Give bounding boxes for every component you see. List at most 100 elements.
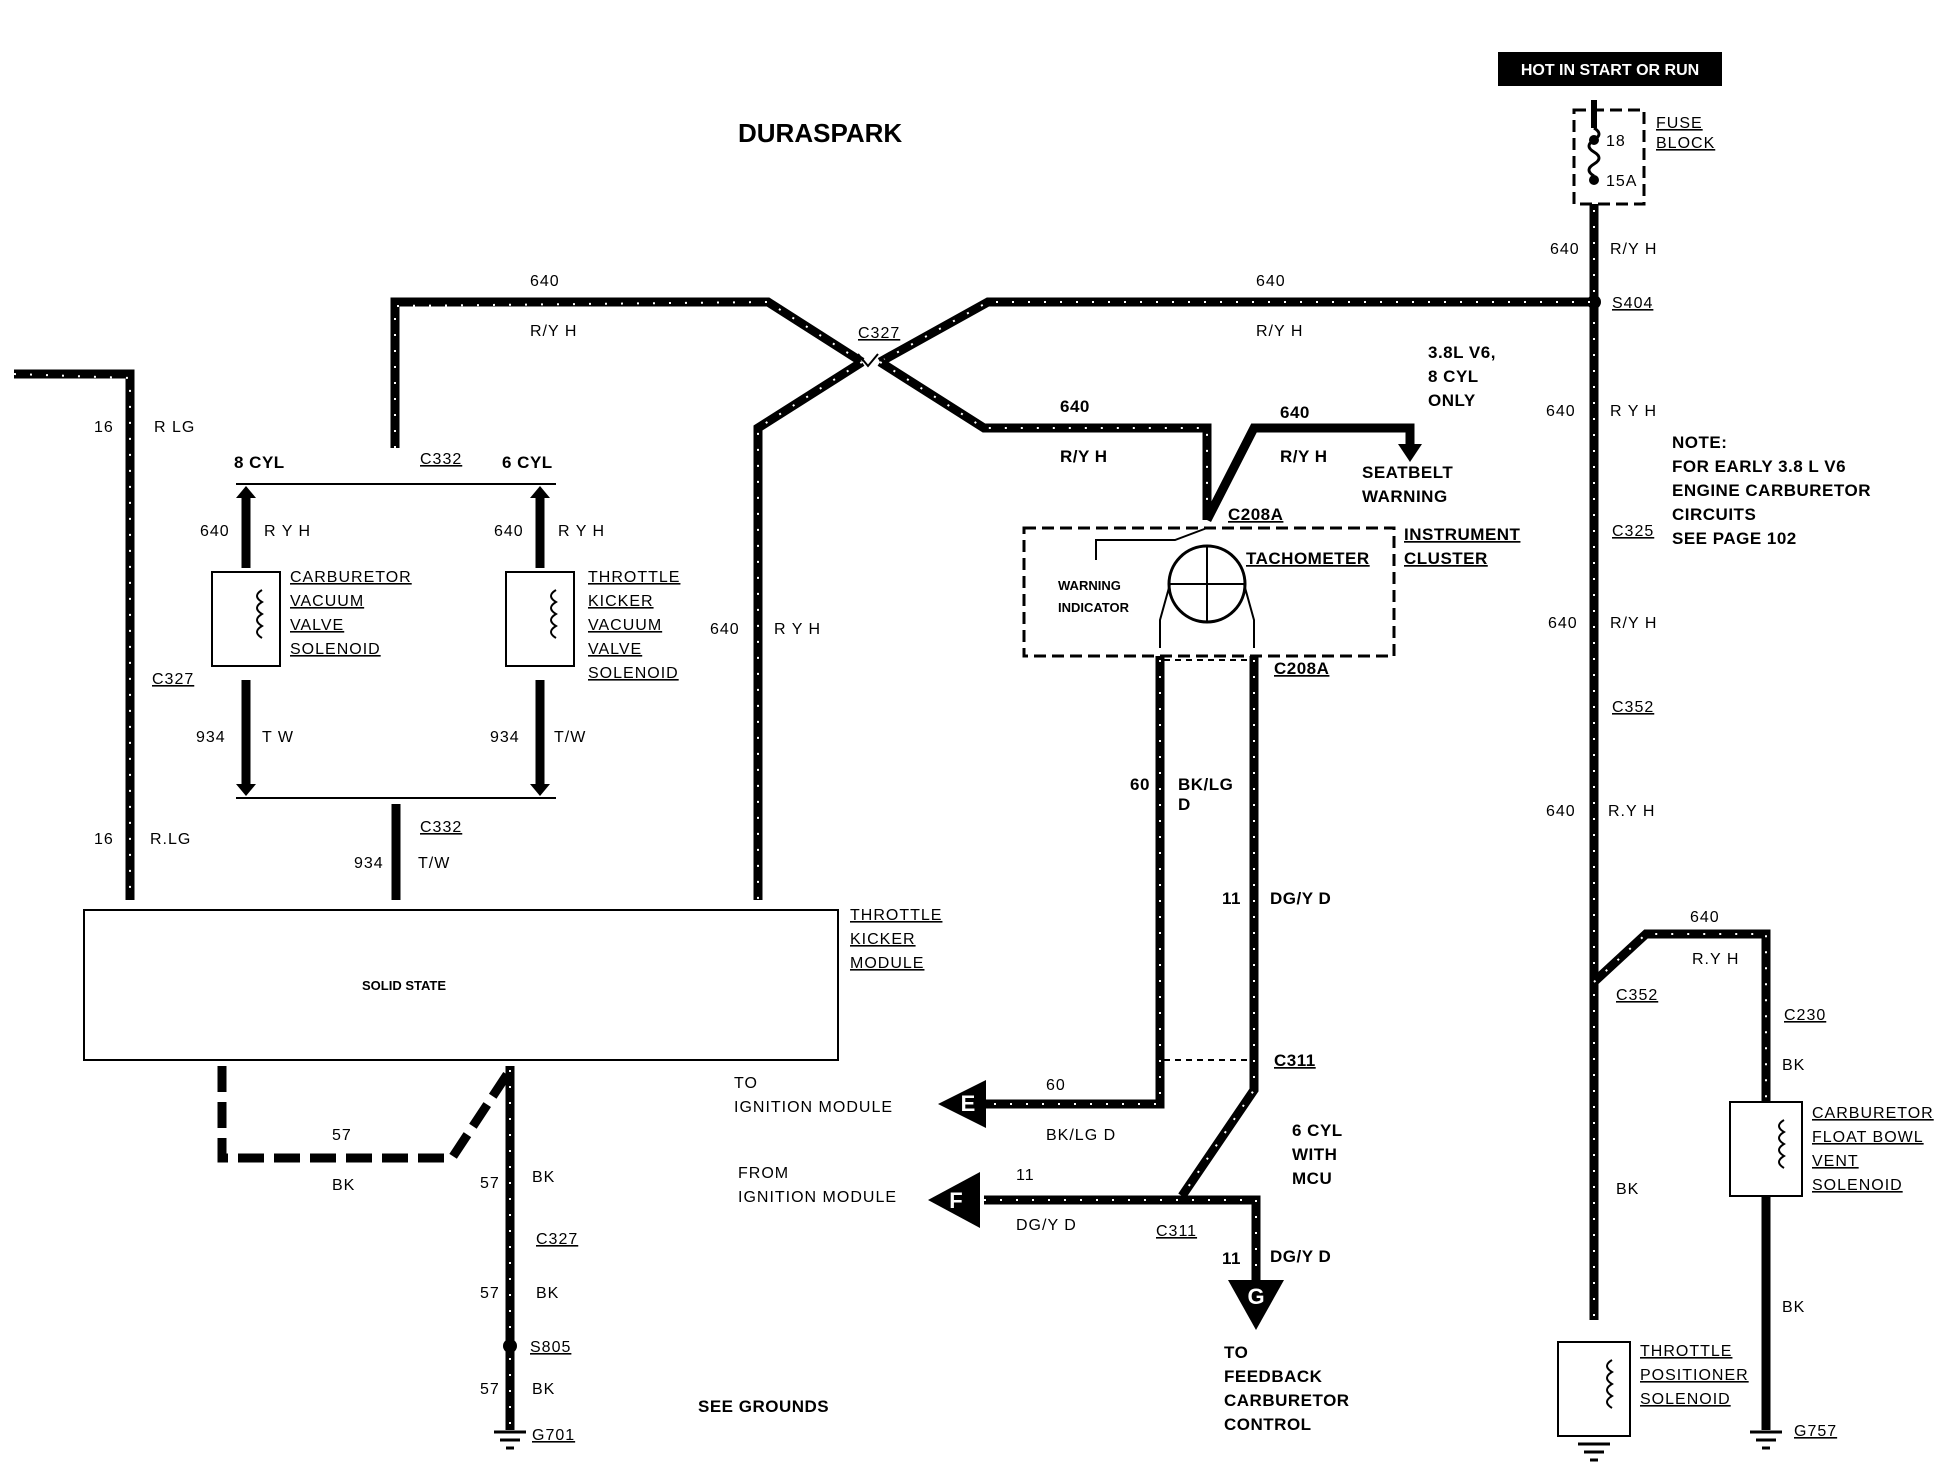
connector-c352-a: C352 xyxy=(1612,699,1654,716)
wire-color-ryh-d: R/Y H xyxy=(1280,447,1328,466)
instrument-cluster-box xyxy=(1022,526,1396,658)
wire-color-bk-e: BK xyxy=(1616,1181,1639,1198)
cyl6-label: 6 CYL xyxy=(502,453,553,472)
warning-indicator-2: INDICATOR xyxy=(1058,600,1130,615)
note-line1: NOTE: xyxy=(1672,433,1727,452)
wire-color-ryh-h: R/Y H xyxy=(1610,241,1657,258)
connector-e-icon xyxy=(938,1080,986,1128)
wire-label-934-a: 934 xyxy=(196,729,226,746)
carb-vac-label-2: VACUUM xyxy=(290,593,364,610)
tk-label-1: THROTTLE xyxy=(588,569,680,586)
wire-color-ryh-b: R/Y H xyxy=(1256,323,1303,340)
wire-color-tw-a: T W xyxy=(262,729,294,746)
wire-color-ryh-l: R.Y H xyxy=(1692,951,1739,968)
wire-label-640-h: 640 xyxy=(1550,241,1580,258)
cyl8-label: 8 CYL xyxy=(234,453,285,472)
splice-s404-label: S404 xyxy=(1612,295,1653,312)
from-ign-2: IGNITION MODULE xyxy=(738,1189,897,1206)
wire-label-640-i: 640 xyxy=(1546,403,1576,420)
only38-line1: 3.8L V6, xyxy=(1428,343,1496,362)
wire-color-bk-b: BK xyxy=(532,1169,555,1186)
connector-c311-b: C311 xyxy=(1156,1223,1197,1240)
ground-g701: G701 xyxy=(532,1427,575,1444)
connector-c327-bottom: C327 xyxy=(536,1231,578,1248)
connector-c327-top: C327 xyxy=(858,325,900,342)
wire-11-dgy xyxy=(984,656,1261,1280)
wire-label-640-a: 640 xyxy=(530,273,560,290)
coil-icon xyxy=(1778,1119,1786,1169)
ground-g757-icon xyxy=(1750,1430,1782,1450)
connector-g-letter: G xyxy=(1247,1284,1264,1309)
feedback-line1: TO xyxy=(1224,1343,1248,1362)
float-bowl-solenoid xyxy=(1729,1101,1803,1197)
wire-label-640-d: 640 xyxy=(1280,403,1310,422)
wire-color-bk-f: BK xyxy=(1782,1057,1805,1074)
ground-g701-icon xyxy=(494,1430,526,1450)
wire-label-11-b: 11 xyxy=(1016,1167,1035,1184)
seatbelt-line2: WARNING xyxy=(1362,487,1448,506)
connector-c208a-bottom: C208A xyxy=(1274,659,1329,678)
wire-color-dgy-b: DG/Y D xyxy=(1016,1217,1077,1234)
note-line2: FOR EARLY 3.8 L V6 xyxy=(1672,457,1846,476)
from-ign-1: FROM xyxy=(738,1165,789,1182)
wire-color-ryh-f: R Y H xyxy=(558,523,605,540)
diagram-title: DURASPARK xyxy=(738,118,902,148)
hot-label-box xyxy=(1498,52,1722,86)
carb-vac-label-4: SOLENOID xyxy=(290,641,381,658)
wire-color-ryh-a: R/Y H xyxy=(530,323,577,340)
wire-color-bklg-b: D xyxy=(1178,795,1191,814)
wire-label-11-a: 11 xyxy=(1222,889,1241,908)
float-bowl-label-1: CARBURETOR xyxy=(1812,1105,1934,1122)
throttle-kicker-branch xyxy=(530,486,550,796)
wire-label-57-b: 57 xyxy=(480,1175,500,1192)
connector-g-icon xyxy=(1228,1280,1284,1330)
wire-label-934-b: 934 xyxy=(490,729,520,746)
wire-label-640-j: 640 xyxy=(1548,615,1578,632)
connector-c352-b: C352 xyxy=(1616,987,1658,1004)
wire-color-bk-a: BK xyxy=(332,1177,355,1194)
wire-color-ryh-c: R/Y H xyxy=(1060,447,1108,466)
carb-vacuum-branch xyxy=(236,486,256,796)
wire-label-640-f: 640 xyxy=(494,523,524,540)
carb-vacuum-solenoid xyxy=(211,571,281,667)
tk-module-label-3: MODULE xyxy=(850,955,924,972)
tk-module-label-2: KICKER xyxy=(850,931,916,948)
wire-label-640-e: 640 xyxy=(200,523,230,540)
mcu-line2: WITH xyxy=(1292,1145,1337,1164)
feedback-line4: CONTROL xyxy=(1224,1415,1312,1434)
wire-label-57-d: 57 xyxy=(480,1381,500,1398)
carb-vac-label-1: CARBURETOR xyxy=(290,569,412,586)
wire-label-640-l: 640 xyxy=(1690,909,1720,926)
instrument-label-1: INSTRUMENT xyxy=(1404,525,1521,544)
note-line4: CIRCUITS xyxy=(1672,505,1756,524)
fuse-label-1: FUSE xyxy=(1656,115,1703,132)
wire-label-640-g: 640 xyxy=(710,621,740,638)
tk-label-3: VACUUM xyxy=(588,617,662,634)
connector-c332-bottom: C332 xyxy=(420,819,462,836)
instrument-label-2: CLUSTER xyxy=(1404,549,1488,568)
wire-color-tw-b: T/W xyxy=(554,729,586,746)
tk-label-2: KICKER xyxy=(588,593,654,610)
warning-indicator-1: WARNING xyxy=(1058,578,1121,593)
wire-label-640-c: 640 xyxy=(1060,397,1090,416)
feedback-line3: CARBURETOR xyxy=(1224,1391,1350,1410)
wire-color-dgy-a: DG/Y D xyxy=(1270,889,1331,908)
wire-label-640-b: 640 xyxy=(1256,273,1286,290)
coil-icon xyxy=(1606,1359,1614,1409)
carb-vac-label-3: VALVE xyxy=(290,617,344,634)
connector-f-letter: F xyxy=(949,1188,962,1213)
wire-color-bk-c: BK xyxy=(536,1285,559,1302)
wire-color-bklg-c: BK/LG D xyxy=(1046,1127,1116,1144)
wire-color-ryh-e: R Y H xyxy=(264,523,311,540)
connector-c230: C230 xyxy=(1784,1007,1826,1024)
wire-label-60-b: 60 xyxy=(1046,1077,1066,1094)
wire-color-tw-c: T/W xyxy=(418,855,450,872)
wire-label-57-a: 57 xyxy=(332,1127,352,1144)
wire-color-bk-g: BK xyxy=(1782,1299,1805,1316)
mcu-line1: 6 CYL xyxy=(1292,1121,1343,1140)
tachometer-label: TACHOMETER xyxy=(1246,549,1370,568)
wire-640-top xyxy=(390,297,1594,900)
fuse-label-2: BLOCK xyxy=(1656,135,1715,152)
wire-label-16-a: 16 xyxy=(94,419,114,436)
hot-label: HOT IN START OR RUN xyxy=(1521,62,1699,79)
